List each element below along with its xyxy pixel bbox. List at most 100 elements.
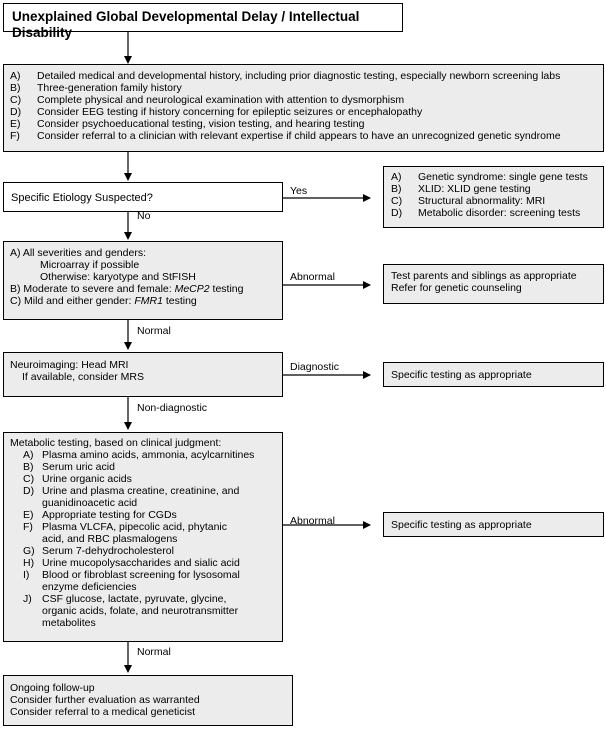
abnormal-label-2: Abnormal <box>290 515 335 527</box>
neuro-line-1: Neuroimaging: Head MRI <box>10 359 129 371</box>
parents-box: Test parents and siblings as appropriate… <box>383 264 604 304</box>
genetic-b-suffix: testing <box>209 283 244 295</box>
evaluation-item-text: Three-generation family history <box>37 82 182 94</box>
abnormal-label-1: Abnormal <box>290 271 335 283</box>
diagnostic-label: Diagnostic <box>290 361 340 373</box>
evaluation-item-text: Consider referral to a clinician with re… <box>37 130 561 142</box>
metabolic-item-line: A)Plasma amino acids, ammonia, acylcarni… <box>23 449 276 461</box>
non-diagnostic-label: Non-diagnostic <box>137 402 208 414</box>
genetic-c-prefix: C) Mild and either gender: <box>10 295 135 307</box>
evaluation-item: B)Three-generation family history <box>10 82 597 94</box>
specific-test-label: A) <box>391 171 402 183</box>
metabolic-item-line: J) CSF glucose, lactate, pyruvate, glycin… <box>23 593 276 605</box>
metabolic-item-text: CSF glucose, lactate, pyruvate, glycine, <box>42 593 227 605</box>
genetic-a-karyotype: Otherwise: karyotype and StFISH <box>40 271 196 283</box>
normal-label-1: Normal <box>137 325 171 337</box>
metabolic-item-text: organic acids, folate, and neurotransmit… <box>42 605 239 617</box>
evaluation-item-label: D) <box>10 106 22 118</box>
parents-line-1: Test parents and siblings as appropriate <box>391 270 577 282</box>
metabolic-item-label: A) <box>23 449 34 461</box>
metabolic-item-line: E) Appropriate testing for CGDs <box>23 509 276 521</box>
metabolic-item-label: F) <box>23 521 33 533</box>
evaluation-item: F)Consider referral to a clinician with … <box>10 130 597 142</box>
metabolic-item-label: G) <box>23 545 35 557</box>
specific-test-item: C) Structural abnormality: MRI <box>391 195 596 207</box>
specific-test-label: B) <box>391 183 402 195</box>
metabolic-item-line: H) Urine mucopolysaccharides and sialic a… <box>23 557 276 569</box>
specific-test-item: B)XLID: XLID gene testing <box>391 183 596 195</box>
metabolic-item-line: guanidinoacetic acid <box>23 497 276 509</box>
evaluation-item-label: C) <box>10 94 22 106</box>
metabolic-item-text: Blood or fibroblast screening for lysoso… <box>42 569 240 581</box>
genetic-c-line: C) Mild and either gender: FMR1 testing <box>10 295 276 307</box>
no-label: No <box>137 210 151 222</box>
evaluation-item-text: Complete physical and neurological exami… <box>37 94 405 106</box>
etiology-question-box: Specific Etiology Suspected? <box>3 182 283 212</box>
specific-test-label: C) <box>391 195 403 207</box>
metabolic-item-text: enzyme deficiencies <box>42 581 137 593</box>
metabolic-item-text: Urine mucopolysaccharides and sialic aci… <box>42 557 240 569</box>
metabolic-item-text: metabolites <box>42 617 96 629</box>
specific-test-text: Genetic syndrome: single gene tests <box>418 171 588 183</box>
metabolic-item-text: Urine and plasma creatine, creatinine, a… <box>42 485 240 497</box>
metabolic-item-text: Urine organic acids <box>42 473 132 485</box>
metabolic-item-label: B) <box>23 461 34 473</box>
normal-label-2: Normal <box>137 646 171 658</box>
metabolic-item-label: C) <box>23 473 35 485</box>
neuro-line-2: If available, consider MRS <box>22 371 144 383</box>
evaluation-item-text: Consider EEG testing if history concerni… <box>37 106 423 118</box>
evaluation-item-text: Consider psychoeducational testing, visi… <box>37 118 365 130</box>
genetic-c-gene: FMR1 <box>134 295 163 307</box>
metabolic-item-line: enzyme deficiencies <box>23 581 276 593</box>
metabolic-item-spacer <box>23 605 42 617</box>
metabolic-item-text: Appropriate testing for CGDs <box>42 509 177 521</box>
genetic-b-prefix: B) Moderate to severe and female: <box>10 283 175 295</box>
metabolic-item-spacer <box>23 617 42 629</box>
evaluation-item-label: A) <box>10 70 21 82</box>
metabolic-item-text: Serum uric acid <box>42 461 115 473</box>
specific-testing-2: Specific testing as appropriate <box>391 519 532 531</box>
evaluation-item-label: E) <box>10 118 21 130</box>
follow-up-line-1: Ongoing follow-up <box>10 682 95 694</box>
follow-up-line-2: Consider further evaluation as warranted <box>10 694 200 706</box>
metabolic-item-label: I) <box>23 569 30 581</box>
specific-test-item: D) Metabolic disorder: screening tests <box>391 207 596 219</box>
initial-evaluation-box: A)Detailed medical and developmental his… <box>3 64 604 152</box>
metabolic-item-line: G) Serum 7-dehydrocholesterol <box>23 545 276 557</box>
metabolic-item-label: D) <box>23 485 35 497</box>
metabolic-item-line: metabolites <box>23 617 276 629</box>
metabolic-item-text: Serum 7-dehydrocholesterol <box>42 545 174 557</box>
metabolic-item-label: E) <box>23 509 34 521</box>
specific-testing-box-2: Specific testing as appropriate <box>383 512 604 537</box>
specific-testing-1: Specific testing as appropriate <box>391 369 532 381</box>
genetic-a-heading: A) All severities and genders: <box>10 247 146 259</box>
genetic-b-gene: MeCP2 <box>174 283 210 295</box>
metabolic-item-line: D) Urine and plasma creatine, creatinine,… <box>23 485 276 497</box>
metabolic-item-line: C) Urine organic acids <box>23 473 276 485</box>
metabolic-item-text: acid, and RBC plasmalogens <box>42 533 178 545</box>
neuroimaging-box: Neuroimaging: Head MRI If available, con… <box>3 352 283 397</box>
metabolic-item-line: F)Plasma VLCFA, pipecolic acid, phytanic <box>23 521 276 533</box>
metabolic-item-label: H) <box>23 557 35 569</box>
evaluation-item: D) Consider EEG testing if history concer… <box>10 106 597 118</box>
specific-test-label: D) <box>391 207 403 219</box>
metabolic-item-label: J) <box>23 593 32 605</box>
yes-label: Yes <box>290 185 308 197</box>
title-box: Unexplained Global Developmental Delay /… <box>3 3 403 40</box>
etiology-question: Specific Etiology Suspected? <box>11 192 153 204</box>
follow-up-box: Ongoing follow-up Consider further evalu… <box>3 675 293 726</box>
genetic-a-microarray: Microarray if possible <box>40 259 140 271</box>
metabolic-item-spacer <box>23 533 42 545</box>
specific-test-text: Structural abnormality: MRI <box>418 195 546 207</box>
metabolic-item-spacer <box>23 581 42 593</box>
specific-test-text: Metabolic disorder: screening tests <box>418 207 581 219</box>
evaluation-item: E) Consider psychoeducational testing, vi… <box>10 118 597 130</box>
evaluation-item: A)Detailed medical and developmental his… <box>10 70 597 82</box>
metabolic-testing-box: Metabolic testing, based on clinical jud… <box>3 432 283 642</box>
metabolic-item-line: acid, and RBC plasmalogens <box>23 533 276 545</box>
specific-testing-box-1: Specific testing as appropriate <box>383 362 604 387</box>
metabolic-item-line: I) Blood or fibroblast screening for lyso… <box>23 569 276 581</box>
